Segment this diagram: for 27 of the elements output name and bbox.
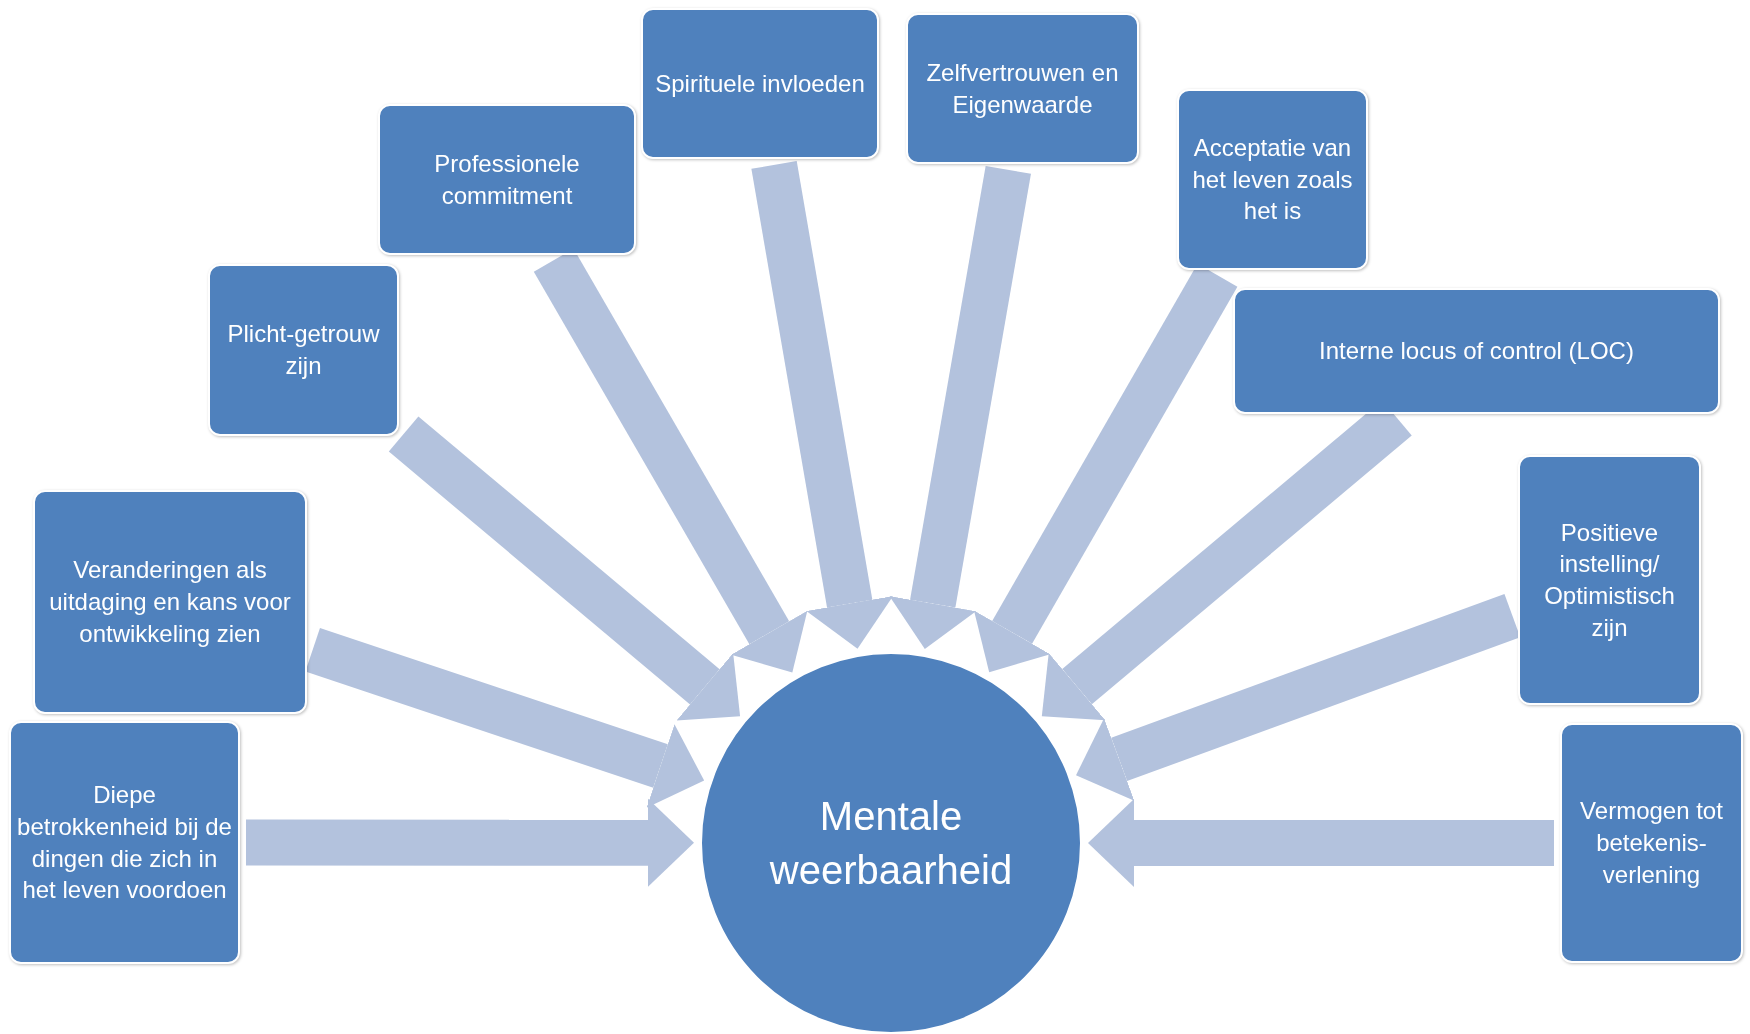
factor-label: Veranderingen als uitdaging en kans voor ontwikkeling zien	[48, 555, 292, 649]
factor-label: Plicht-getrouw zijn	[226, 319, 381, 381]
block-arrow	[889, 166, 1031, 649]
factor-box	[378, 104, 636, 255]
factor-box	[1518, 455, 1701, 705]
factor-box	[208, 264, 399, 436]
block-arrow	[388, 416, 741, 721]
factor-box	[1560, 723, 1743, 963]
center-title: Mentale weerbaarheid	[768, 793, 1014, 894]
factor-box	[1177, 89, 1368, 270]
factor-label: Spirituele invloeden	[655, 68, 865, 99]
factor-box	[641, 8, 879, 159]
factor-box	[906, 13, 1139, 164]
factor-label: Acceptatie van het leven zoals het is	[1191, 133, 1354, 227]
factor-box	[1233, 288, 1720, 414]
block-arrow	[751, 161, 894, 649]
factor-label: Zelfvertrouwen en Eigenwaarde	[925, 57, 1120, 120]
factor-label: Vermogen tot betekenis-verlening	[1579, 796, 1724, 890]
block-arrow	[246, 798, 694, 887]
factor-label: Professionele commitment	[433, 148, 581, 211]
factor-label: Interne locus of control (LOC)	[1319, 336, 1634, 367]
block-arrow	[305, 627, 705, 808]
factor-label: Diepe betrokkenheid bij de dingen die zich in het leven voordoen	[17, 780, 232, 906]
factor-label: Positieve instelling/ Optimistisch zijn	[1543, 517, 1676, 643]
block-arrow	[1088, 799, 1554, 887]
factor-box	[33, 490, 307, 714]
factor-box	[9, 721, 240, 964]
